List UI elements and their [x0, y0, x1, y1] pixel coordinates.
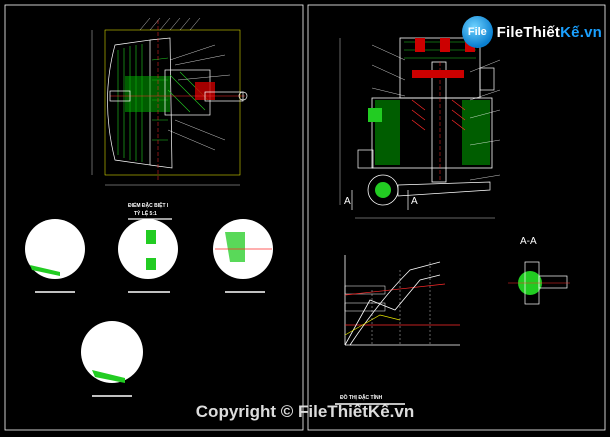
right-sheet-border — [307, 4, 606, 431]
detail-circle-3[interactable] — [213, 219, 273, 293]
detail-circle-1[interactable] — [25, 219, 85, 293]
section-main-view[interactable] — [339, 37, 501, 219]
graph-caption: ĐỒ THỊ ĐẶC TÍNH — [340, 395, 383, 401]
section-a-a-view[interactable] — [508, 261, 570, 305]
detail-caption-title: ĐIỂM ĐẶC BIỆT I — [128, 203, 169, 209]
logo-brand-text: FileThiết — [496, 23, 561, 41]
detail-circle-4[interactable] — [81, 321, 143, 397]
logo-domain-text: Kế.vn — [560, 23, 602, 41]
section-mark-left: A — [344, 196, 351, 207]
left-sheet-border — [4, 4, 304, 431]
file-logo-icon: File — [462, 16, 493, 48]
detail-circle-2[interactable] — [118, 219, 178, 293]
section-a-a-label: A-A — [520, 236, 537, 247]
section-mark-right: A — [411, 196, 418, 207]
logo-brand: FileThiếtKế.vn — [497, 24, 602, 41]
detail-caption-scale: TỶ LỆ 5:1 — [134, 211, 157, 217]
section-marks — [351, 190, 409, 210]
file-logo[interactable]: File FileThiếtKế.vn — [462, 12, 602, 52]
assembly-main-view[interactable] — [91, 17, 248, 186]
copyright-watermark: Copyright © FileThiếtKế.vn — [195, 402, 415, 421]
characteristic-graph[interactable] — [344, 255, 460, 346]
